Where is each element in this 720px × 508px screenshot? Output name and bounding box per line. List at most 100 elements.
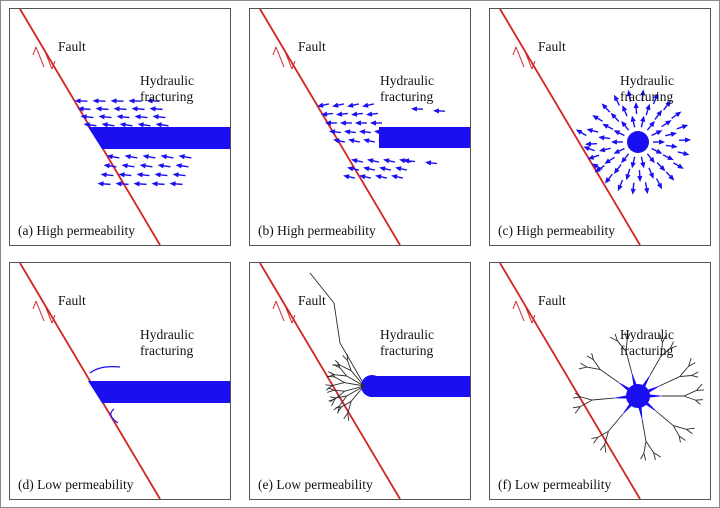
- flow-arrow-icon: [100, 172, 114, 178]
- crack-branch: [604, 431, 609, 445]
- panel-e-drawing: [259, 263, 470, 499]
- panel-b-drawing: [259, 9, 470, 245]
- flow-arrow-icon: [121, 163, 135, 169]
- crack-branch: [660, 342, 663, 357]
- crack-branch: [580, 399, 593, 408]
- flow-arrow-icon: [640, 89, 646, 102]
- hydraulic-fracture: [88, 127, 230, 149]
- flow-arrow-icon: [320, 111, 333, 117]
- flow-arrow-icon: [335, 111, 348, 117]
- flow-arrow-icon: [324, 120, 337, 126]
- panel-f-drawing: [499, 263, 704, 499]
- flow-arrow-icon: [74, 98, 88, 104]
- flow-arrow-icon: [101, 122, 115, 128]
- flow-arrow-icon: [113, 106, 127, 112]
- flow-arrow-icon: [343, 174, 355, 180]
- flow-arrow-icon: [363, 138, 375, 144]
- crack-branch: [678, 435, 681, 443]
- flow-arrow-icon: [633, 102, 639, 115]
- flow-arrow-icon: [369, 120, 382, 126]
- fault-slip-arrow-icon: [32, 300, 56, 324]
- crack-branch: [643, 441, 647, 454]
- crack-branch: [688, 362, 696, 367]
- flow-arrow-icon: [142, 154, 156, 160]
- flow-arrow-icon: [146, 98, 160, 104]
- fracture-wing: [621, 402, 634, 416]
- flow-arrow-icon: [610, 139, 623, 145]
- flow-arrow-icon: [149, 106, 163, 112]
- flow-arrow-icon: [677, 150, 690, 156]
- fracture-wing: [637, 405, 643, 422]
- flow-arrow-icon: [665, 171, 675, 181]
- crack-branch: [344, 385, 365, 392]
- flow-arrow-icon: [443, 388, 455, 394]
- crack-branch: [329, 397, 337, 403]
- crack-branch: [679, 375, 692, 378]
- panel-c-drawing: [499, 9, 692, 245]
- flow-arrow-icon: [656, 162, 666, 172]
- crack-branch: [332, 382, 345, 386]
- flow-arrow-icon: [443, 378, 455, 384]
- fault-label: Fault: [58, 293, 86, 308]
- flow-arrow-icon: [351, 158, 363, 164]
- crack-branch: [643, 453, 647, 461]
- crack-branch: [578, 366, 588, 370]
- crack-branch: [344, 382, 365, 387]
- panel-d-drawing: [19, 263, 230, 499]
- fault-line: [499, 9, 641, 245]
- flow-arrow-icon: [379, 166, 391, 172]
- leak-path: [89, 366, 121, 374]
- panel-caption: (f) Low permeability: [498, 477, 612, 492]
- crack-branch: [580, 396, 593, 401]
- crack-branch: [683, 395, 696, 401]
- crack-branch: [659, 334, 663, 343]
- flow-arrow-icon: [401, 378, 413, 384]
- crack-branch: [593, 359, 601, 370]
- flow-arrow-icon: [116, 114, 130, 120]
- flow-arrow-icon: [630, 156, 636, 169]
- crack-branch: [688, 358, 692, 367]
- flow-arrow-icon: [621, 153, 630, 164]
- fault-line: [499, 263, 641, 499]
- flow-arrow-icon: [653, 139, 666, 145]
- fracture-wing: [647, 394, 664, 398]
- flow-arrow-icon: [358, 129, 371, 135]
- flow-arrow-icon: [584, 141, 598, 147]
- hydraulic-fracture: [379, 127, 470, 148]
- flow-arrow-icon: [630, 115, 636, 128]
- crack-branch: [329, 396, 336, 399]
- flow-arrow-icon: [665, 131, 678, 137]
- fault-label: Fault: [538, 39, 566, 54]
- fracturing-label: fracturing: [380, 343, 434, 358]
- fault-slip-arrow-icon: [272, 300, 296, 324]
- flow-arrow-icon: [375, 174, 387, 180]
- flow-arrow-icon: [665, 143, 678, 149]
- flow-arrow-icon: [365, 111, 378, 117]
- crack-branch: [653, 452, 662, 458]
- flow-arrow-icon: [622, 105, 628, 117]
- flow-arrow-icon: [415, 378, 427, 384]
- flow-arrow-icon: [160, 154, 174, 160]
- flow-arrow-icon: [354, 120, 367, 126]
- fracturing-label: fracturing: [620, 89, 674, 104]
- crack-branch: [339, 367, 348, 377]
- fault-label: Fault: [58, 39, 86, 54]
- flow-arrow-icon: [654, 110, 663, 121]
- crack-branch: [604, 444, 607, 453]
- crack-branch: [574, 392, 581, 398]
- flow-arrow-icon: [133, 181, 147, 187]
- flow-arrow-icon: [103, 163, 117, 169]
- crack-branch: [334, 376, 345, 383]
- hydraulic-fracture: [88, 381, 230, 403]
- crack-branch: [334, 374, 347, 377]
- flow-arrow-icon: [592, 115, 603, 122]
- crack-branch: [695, 399, 701, 405]
- flow-arrow-icon: [128, 98, 142, 104]
- flow-arrow-icon: [602, 123, 614, 130]
- fracturing-label: fracturing: [140, 343, 194, 358]
- panel-caption: (a) High permeability: [18, 223, 135, 238]
- panel-caption: (c) High permeability: [498, 223, 615, 238]
